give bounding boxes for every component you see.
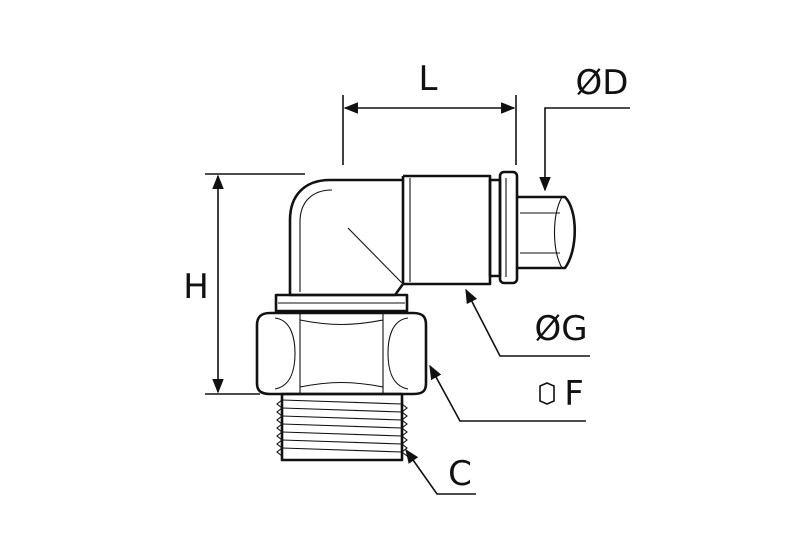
label-l: L [419,59,438,99]
label-h: H [183,267,209,307]
label-g: ØG [534,309,587,349]
hexagon-icon [539,382,555,405]
dimension-h: H [183,173,305,395]
release-collet [488,170,519,285]
dimension-c: C [405,448,476,495]
hex-nut [255,311,428,396]
collar [274,293,409,313]
tube [517,195,576,270]
dimension-d: ØD [539,63,630,192]
dimension-f: F [429,364,586,422]
thread [276,392,408,462]
dimension-l: L [342,59,517,165]
label-c: C [448,454,472,494]
label-d: ØD [576,63,629,103]
push-in-body [403,174,492,286]
dimension-g: ØG [465,288,590,357]
elbow-body [288,176,405,297]
label-f: F [564,374,584,414]
